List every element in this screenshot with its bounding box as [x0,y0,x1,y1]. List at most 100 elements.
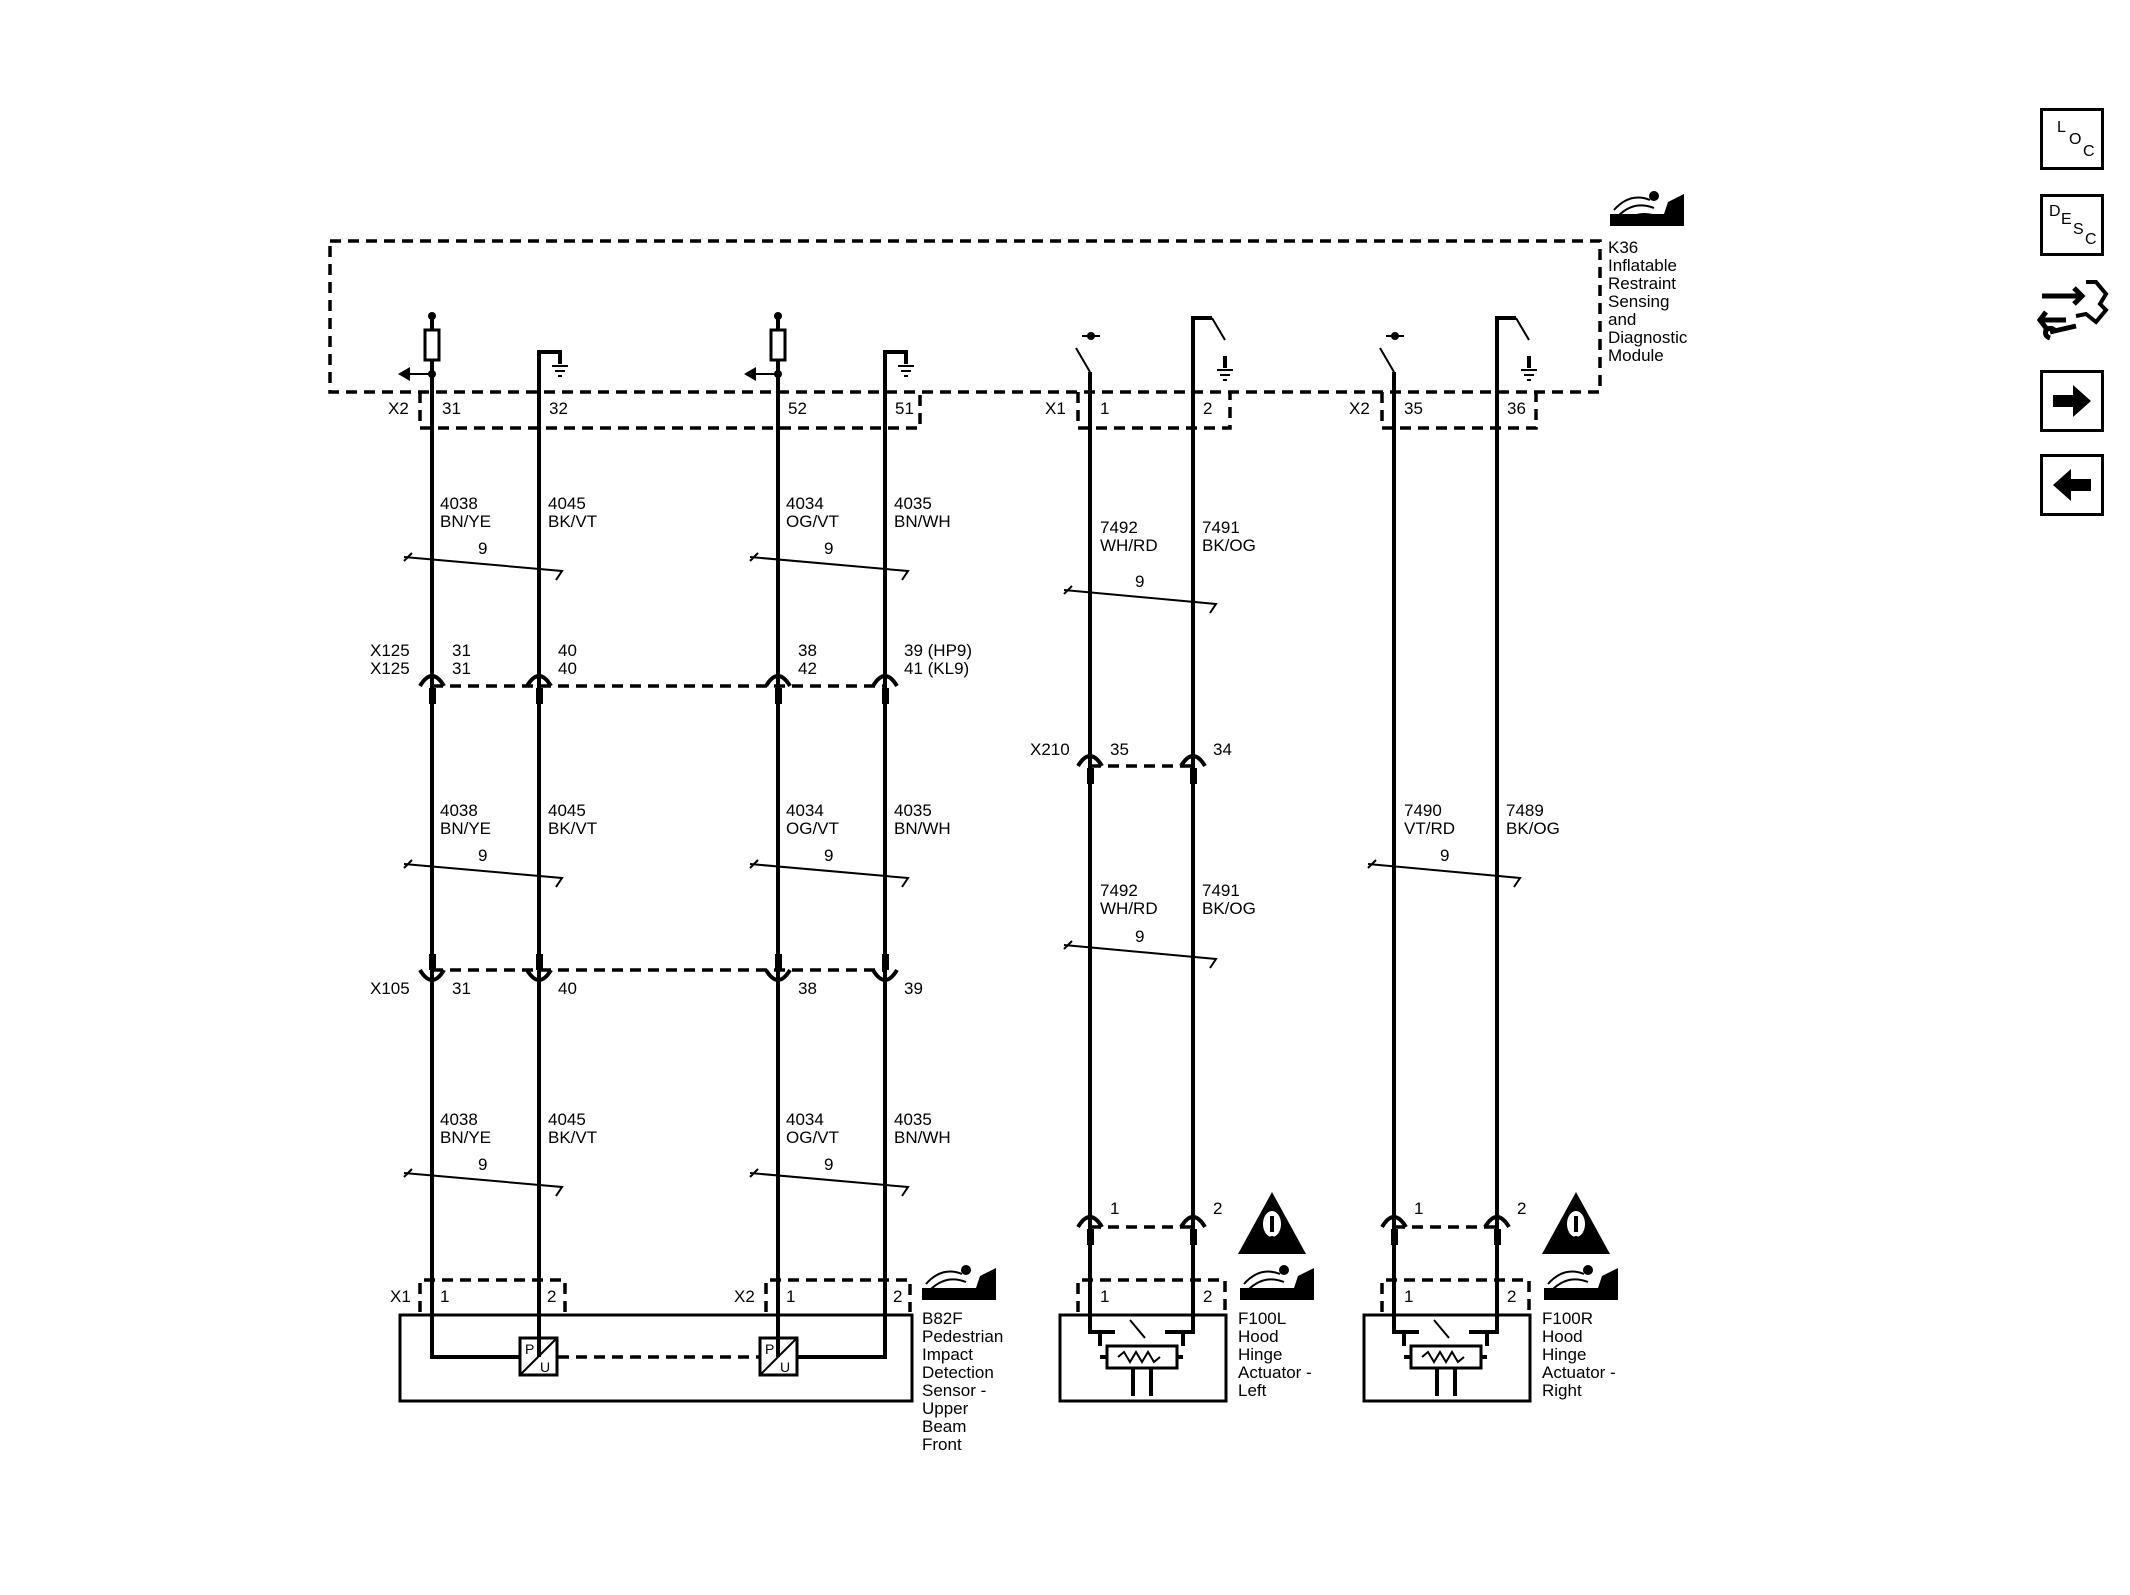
svg-text:OG/VT: OG/VT [786,512,839,531]
svg-text:9: 9 [1135,927,1144,946]
svg-text:X2: X2 [388,399,409,418]
svg-text:39: 39 [904,979,923,998]
esd-sensitive-icon [1610,191,1684,226]
svg-text:Sensing: Sensing [1608,292,1669,311]
svg-text:1: 1 [1414,1199,1423,1218]
svg-text:4038: 4038 [440,494,478,513]
svg-text:32: 32 [549,399,568,418]
svg-text:1: 1 [1100,399,1109,418]
svg-text:31: 31 [452,641,471,660]
svg-text:4035: 4035 [894,801,932,820]
svg-text:7492: 7492 [1100,518,1138,537]
svg-text:4035: 4035 [894,1110,932,1129]
svg-text:X105: X105 [370,979,410,998]
location-button[interactable]: L O C [2040,108,2104,170]
k36-module-boundary [328,239,1602,394]
sensor-b82f-label: B82F Pedestrian Impact Detection Sensor … [922,1309,1003,1454]
actuator-f100l-label: F100L Hood Hinge Actuator - Left [1238,1309,1312,1400]
svg-text:4045: 4045 [548,1110,586,1129]
svg-text:X125: X125 [370,641,410,660]
warning-icon [1238,1192,1306,1254]
arrow-left-icon [2053,469,2091,501]
esd-sensitive-icon [1544,1265,1618,1300]
desc-letter: S [2073,221,2084,238]
svg-text:2: 2 [1213,1199,1222,1218]
svg-text:BK/VT: BK/VT [548,1128,597,1147]
svg-text:9: 9 [824,539,833,558]
svg-text:4045: 4045 [548,494,586,513]
svg-text:Upper: Upper [922,1399,969,1418]
svg-text:35: 35 [1404,399,1423,418]
description-button[interactable]: D E S C [2040,194,2104,256]
svg-text:U: U [780,1359,790,1375]
svg-text:9: 9 [824,846,833,865]
loc-letter: L [2057,119,2066,136]
svg-text:BN/YE: BN/YE [440,819,491,838]
svg-text:BK/OG: BK/OG [1202,899,1256,918]
actuator-right-harness-connector: 1 2 [1380,1199,1526,1245]
arrow-right-icon [2053,385,2091,417]
svg-text:2: 2 [1203,1287,1212,1306]
svg-text:4034: 4034 [786,1110,824,1129]
svg-text:Inflatable: Inflatable [1608,256,1677,275]
module-connector-x2-b: X2 35 36 [1349,392,1538,430]
svg-text:BN/WH: BN/WH [894,512,951,531]
svg-text:BK/VT: BK/VT [548,512,597,531]
svg-text:4045: 4045 [548,801,586,820]
svg-text:WH/RD: WH/RD [1100,899,1158,918]
actuator-f100r-label: F100R Hood Hinge Actuator - Right [1542,1309,1616,1400]
svg-text:B82F: B82F [922,1309,963,1328]
svg-text:Hood: Hood [1542,1327,1583,1346]
inline-connector-x125: X125 X125 31 31 40 40 38 42 39 (HP9) 41 … [370,641,972,704]
svg-text:Hinge: Hinge [1238,1345,1282,1364]
svg-text:X1: X1 [390,1287,411,1306]
svg-text:WH/RD: WH/RD [1100,536,1158,555]
svg-text:4034: 4034 [786,494,824,513]
svg-text:4035: 4035 [894,494,932,513]
svg-text:2: 2 [1203,399,1212,418]
svg-text:7491: 7491 [1202,881,1240,900]
connector-tool-icon[interactable] [2036,276,2110,346]
svg-text:X210: X210 [1030,740,1070,759]
module-connector-x2-a: X2 31 32 52 51 [388,392,922,430]
svg-text:9: 9 [1135,572,1144,591]
svg-text:X2: X2 [1349,399,1370,418]
svg-text:BN/YE: BN/YE [440,1128,491,1147]
svg-text:Pedestrian: Pedestrian [922,1327,1003,1346]
svg-text:51: 51 [895,399,914,418]
svg-text:38: 38 [798,979,817,998]
esd-sensitive-icon [1240,1265,1314,1300]
svg-text:X125: X125 [370,659,410,678]
svg-text:9: 9 [478,539,487,558]
svg-text:7492: 7492 [1100,881,1138,900]
loc-letter: C [2083,143,2095,160]
actuator-left-harness-connector: 1 2 [1076,1199,1222,1245]
next-arrow-button[interactable] [2040,370,2104,432]
svg-text:Right: Right [1542,1381,1582,1400]
svg-text:OG/VT: OG/VT [786,819,839,838]
previous-arrow-button[interactable] [2040,454,2104,516]
svg-text:F100R: F100R [1542,1309,1593,1328]
svg-text:9: 9 [1440,846,1449,865]
svg-text:4038: 4038 [440,801,478,820]
desc-letter: D [2049,203,2061,220]
svg-text:Hinge: Hinge [1542,1345,1586,1364]
svg-text:K36: K36 [1608,238,1638,257]
svg-text:1: 1 [1110,1199,1119,1218]
svg-text:BN/WH: BN/WH [894,819,951,838]
desc-letter: C [2085,231,2097,248]
svg-text:9: 9 [478,1155,487,1174]
svg-text:Restraint: Restraint [1608,274,1676,293]
module-internal-circuits [398,312,1537,400]
warning-icon [1542,1192,1610,1254]
svg-text:Actuator -: Actuator - [1238,1363,1312,1382]
svg-text:BK/VT: BK/VT [548,819,597,838]
svg-text:Front: Front [922,1435,962,1454]
svg-text:BK/OG: BK/OG [1202,536,1256,555]
svg-text:2: 2 [547,1287,556,1306]
svg-text:OG/VT: OG/VT [786,1128,839,1147]
svg-text:BN/WH: BN/WH [894,1128,951,1147]
svg-text:31: 31 [452,979,471,998]
svg-text:X2: X2 [734,1287,755,1306]
